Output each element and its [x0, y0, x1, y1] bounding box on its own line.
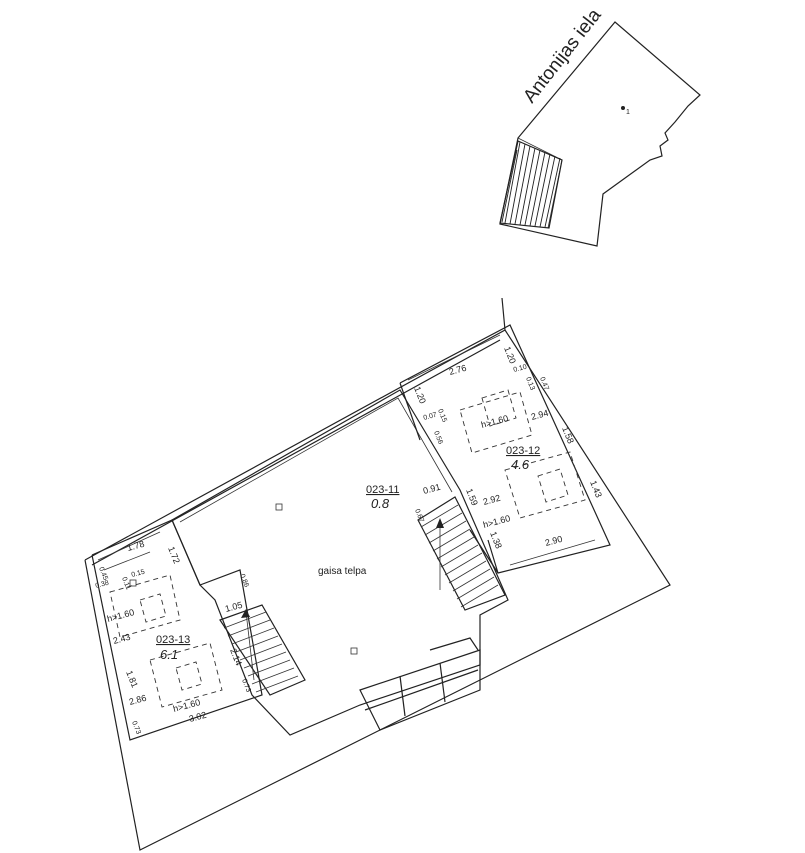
- dimension-label: 1.81: [124, 669, 140, 689]
- room-code-023-12: 023-12: [506, 445, 540, 457]
- lower-shafts: [359, 637, 481, 731]
- dimension-label: 0.47: [538, 376, 550, 391]
- floor-plan: gaisa telpa 023-11 0.8 023-12 4.6 023-13…: [84, 297, 671, 851]
- left-staircase: [219, 604, 306, 696]
- dimension-label: 2.92: [482, 493, 502, 507]
- room-left-walls: [91, 519, 263, 741]
- dimension-label: 0.73: [130, 720, 142, 735]
- dimension-label: h>1.60: [106, 607, 135, 624]
- dimension-label: 2.76: [448, 363, 468, 377]
- room-area-023-13: 6.1: [160, 647, 178, 662]
- column-marker: [275, 503, 283, 511]
- dimension-label: 0.67: [413, 508, 425, 523]
- plot-marker-dot: [621, 106, 625, 110]
- dimension-label: 2.94: [530, 408, 550, 422]
- room-code-023-11: 023-11: [366, 484, 399, 496]
- site-plan: Antonijas iela 1: [499, 5, 701, 247]
- dimension-label: 1.20: [412, 385, 428, 405]
- dimension-label: 1.20: [502, 345, 518, 365]
- room-code-023-13: 023-13: [156, 634, 190, 646]
- dimension-label: 0.91: [422, 482, 442, 496]
- column-marker: [129, 579, 137, 587]
- dimension-label: 1.43: [588, 479, 604, 499]
- column-marker: [350, 647, 358, 655]
- room-area-023-11: 0.8: [371, 496, 390, 511]
- dimension-label: 2.43: [112, 632, 132, 646]
- low-ceiling-zones-left: [109, 574, 223, 708]
- outer-wall: [84, 297, 671, 851]
- dimension-label: 0.15: [436, 408, 448, 423]
- plot-number-label: 1: [626, 109, 630, 116]
- dimension-label: 0.11: [120, 576, 131, 591]
- inner-wall-line: [91, 339, 501, 566]
- street-name-label: Antonijas iela: [519, 5, 605, 107]
- right-staircase: [417, 496, 506, 611]
- building-footprint: [499, 21, 701, 247]
- dimension-label: 0.45: [97, 566, 109, 581]
- dimension-label: 0.86: [238, 573, 250, 588]
- dimension-label: 0.13: [524, 376, 536, 391]
- dimension-label: 0.38: [95, 580, 110, 590]
- dimension-label: 1.78: [126, 539, 146, 553]
- room-area-023-12: 4.6: [511, 457, 530, 472]
- dimensions-left: 1.78 1.72 0.45 0.38 0.15 0.11 h>1.60 2.4…: [95, 539, 252, 736]
- air-space-label: gaisa telpa: [318, 566, 367, 577]
- dimension-label: 1.72: [166, 545, 182, 565]
- dimension-label: 0.56: [432, 430, 444, 445]
- dimension-label: 2.90: [544, 534, 564, 548]
- dimension-label: h>1.60: [480, 413, 509, 430]
- dimension-label: 0.07: [423, 412, 438, 422]
- air-space-outline: [171, 389, 509, 736]
- dimension-label: 0.73: [240, 678, 252, 693]
- dimension-label: 1.58: [560, 425, 576, 445]
- room-right-walls: [399, 324, 611, 574]
- dimension-label: 1.05: [224, 600, 244, 614]
- hatched-area: [499, 140, 563, 229]
- dimension-label: h>1.60: [482, 513, 511, 530]
- low-ceiling-zones-right: [459, 389, 586, 519]
- dimension-label: 0.15: [131, 569, 146, 579]
- dimension-label: 3.02: [188, 710, 208, 724]
- dimension-label: 0.10: [513, 364, 528, 374]
- dimension-label: 2.86: [128, 693, 148, 707]
